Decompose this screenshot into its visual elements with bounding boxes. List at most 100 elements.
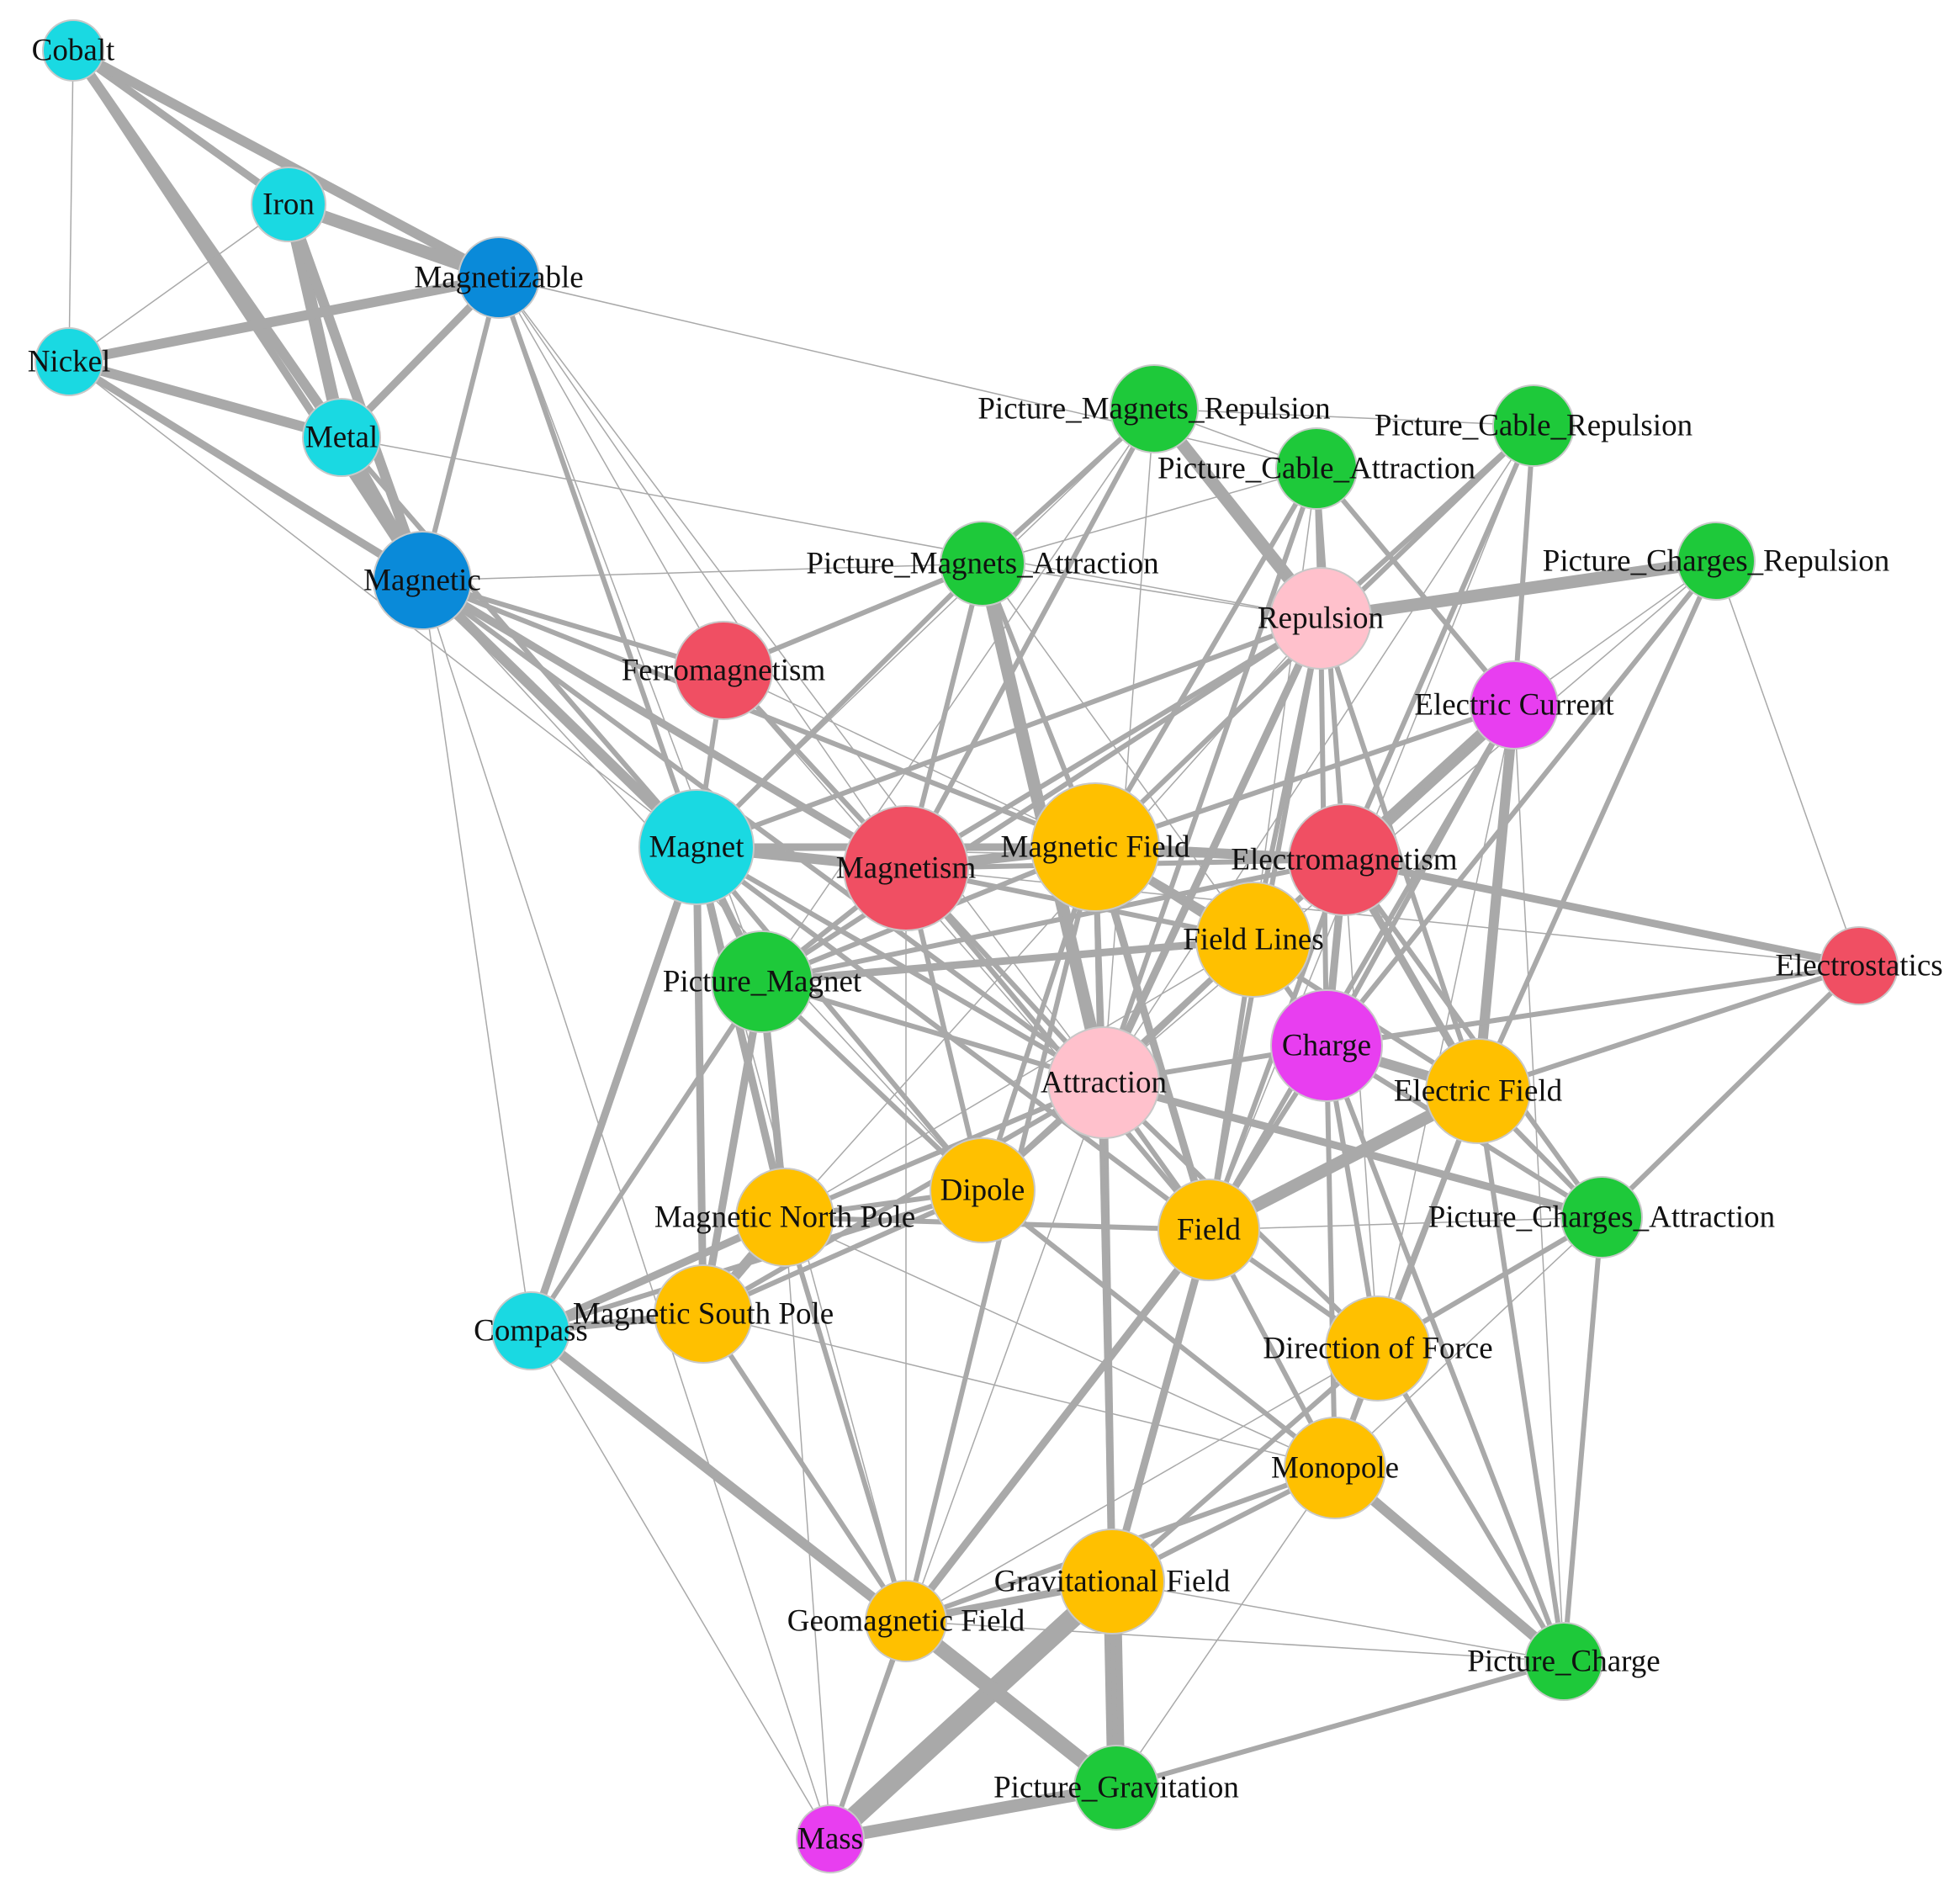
edge-magnetizable-magnetic (420, 275, 501, 583)
edge-geomag_field-pic_gravitation (898, 1613, 1124, 1795)
edge-magnet-pic_mag_rep (696, 408, 1155, 848)
edge-magnetizable-magnet (496, 275, 699, 850)
edge-geomag_field-picture_charge (905, 1620, 1565, 1662)
node-metal[interactable] (302, 398, 381, 477)
edge-nickel-metal (64, 357, 347, 442)
node-pic-gravitation[interactable] (1073, 1745, 1159, 1831)
node-label-monopole: Monopole (1271, 1451, 1399, 1486)
edge-pic_gravitation-mass (824, 1781, 1123, 1846)
node-mass[interactable] (796, 1804, 865, 1873)
edge-pic_charges_rep-attraction (1103, 560, 1717, 1084)
node-electric-field[interactable] (1425, 1038, 1531, 1144)
node-pic-mag-att[interactable] (940, 521, 1025, 607)
node-magnetic[interactable] (373, 531, 472, 630)
edge-repulsion-mag_north (784, 617, 1322, 1218)
node-field[interactable] (1157, 1179, 1260, 1281)
node-electrostatics[interactable] (1820, 926, 1899, 1005)
edge-magnetic-pic_mag_att (421, 563, 983, 581)
edge-pic_cable_att-electric_current (1314, 466, 1517, 707)
edge-picture_magnet-attraction (760, 979, 1106, 1085)
edge-magnetic-magnetism (418, 576, 910, 872)
node-label-ferromagnetism: Ferromagnetism (622, 654, 826, 688)
node-cobalt[interactable] (42, 19, 104, 82)
edge-ferromagnetism-magnetic_field (723, 670, 1096, 848)
node-label-cobalt: Cobalt (32, 34, 115, 68)
node-charge[interactable] (1270, 989, 1383, 1102)
edge-magnet-compass (527, 843, 701, 1335)
node-magnetism[interactable] (843, 805, 969, 931)
node-electric-current[interactable] (1470, 660, 1559, 750)
node-iron[interactable] (251, 167, 326, 242)
edge-repulsion-picture_magnet (760, 616, 1323, 984)
node-label-electric-current: Electric Current (1414, 688, 1614, 723)
node-grav-field[interactable] (1059, 1529, 1165, 1635)
edge-mass-mag_north (784, 1216, 831, 1840)
edge-grav_field-picture_charge (1111, 1581, 1565, 1662)
node-label-electromagnetism: Electromagnetism (1231, 843, 1457, 877)
node-label-grav-field: Gravitational Field (994, 1565, 1231, 1599)
node-magnet[interactable] (638, 789, 755, 905)
node-magnetic-field[interactable] (1030, 782, 1160, 912)
edge-picture_charge-pic_gravitation (1114, 1659, 1566, 1790)
node-label-field-lines: Field Lines (1183, 923, 1324, 957)
edge-picture_magnet-compass (528, 979, 765, 1333)
node-label-magnetic: Magnetic (363, 564, 481, 598)
node-dipole[interactable] (930, 1137, 1036, 1243)
edge-mag_north-geomag_field (782, 1215, 908, 1624)
edge-iron-magnetic (283, 199, 427, 585)
edge-cobalt-magnetic (69, 46, 426, 585)
node-label-magnetism: Magnetism (836, 851, 977, 886)
edge-charge-monopole (1324, 1043, 1338, 1470)
node-field-lines[interactable] (1195, 882, 1311, 998)
node-label-picture-magnet: Picture_Magnet (663, 965, 862, 999)
node-pic-charges-rep[interactable] (1677, 522, 1756, 601)
edge-cobalt-magnetizable (68, 45, 504, 283)
edge-pic_cable_rep-attraction (1103, 425, 1534, 1084)
edge-electrostatics-pic_charges_att (1599, 963, 1862, 1220)
edge-pic_cable_rep-electric_current (1512, 423, 1536, 707)
edge-dipole-monopole (980, 1188, 1338, 1470)
node-picture-charge[interactable] (1524, 1622, 1603, 1701)
node-pic-cable-att[interactable] (1275, 427, 1358, 510)
node-compass[interactable] (491, 1291, 570, 1370)
node-mag-north[interactable] (735, 1168, 834, 1267)
node-mag-south[interactable] (654, 1264, 753, 1364)
node-label-pic-charges-rep: Picture_Charges_Repulsion (1543, 544, 1889, 579)
node-picture-magnet[interactable] (711, 930, 813, 1033)
node-label-pic-mag-att: Picture_Magnets_Attraction (806, 547, 1158, 581)
node-label-compass: Compass (474, 1314, 588, 1348)
node-ferromagnetism[interactable] (674, 621, 773, 720)
node-label-picture-charge: Picture_Charge (1467, 1645, 1660, 1679)
node-magnetizable[interactable] (458, 236, 540, 319)
edge-grav_field-mass (820, 1571, 1122, 1849)
node-label-electric-field: Electric Field (1394, 1074, 1563, 1109)
edge-electromagnetism-electrostatics (1340, 856, 1863, 970)
node-label-magnet: Magnet (649, 830, 744, 865)
edge-magnet-dipole (694, 845, 985, 1193)
node-pic-cable-rep[interactable] (1492, 384, 1575, 467)
node-label-magnetic-field: Magnetic Field (1000, 830, 1190, 865)
node-label-geomag-field: Geomagnetic Field (787, 1604, 1025, 1639)
edge-direction_force-picture_charge (1375, 1346, 1566, 1664)
node-pic-mag-rep[interactable] (1110, 364, 1199, 453)
node-label-pic-gravitation: Picture_Gravitation (993, 1771, 1239, 1805)
labels-layer: CobaltIronMagnetizableNickelMetalMagneti… (28, 34, 1943, 1857)
node-attraction[interactable] (1047, 1026, 1160, 1139)
edge-direction_force-geomag_field (905, 1348, 1379, 1622)
node-label-dipole: Dipole (940, 1174, 1025, 1208)
edge-magnet-repulsion (694, 616, 1323, 850)
node-repulsion[interactable] (1269, 567, 1372, 670)
edge-mag_south-geomag_field (701, 1311, 908, 1624)
node-electromagnetism[interactable] (1288, 803, 1401, 916)
edge-pic_cable_att-field_lines (1253, 468, 1317, 940)
node-pic-charges-att[interactable] (1560, 1176, 1643, 1258)
node-nickel[interactable] (34, 327, 103, 396)
edge-dipole-compass (528, 1188, 985, 1333)
edge-direction_force-grav_field (1110, 1346, 1380, 1584)
node-monopole[interactable] (1284, 1417, 1386, 1519)
node-direction-force[interactable] (1325, 1296, 1431, 1401)
node-geomag-field[interactable] (865, 1580, 947, 1662)
edge-electric_field-picture_charge (1475, 1089, 1566, 1664)
node-label-magnetizable: Magnetizable (414, 261, 583, 295)
